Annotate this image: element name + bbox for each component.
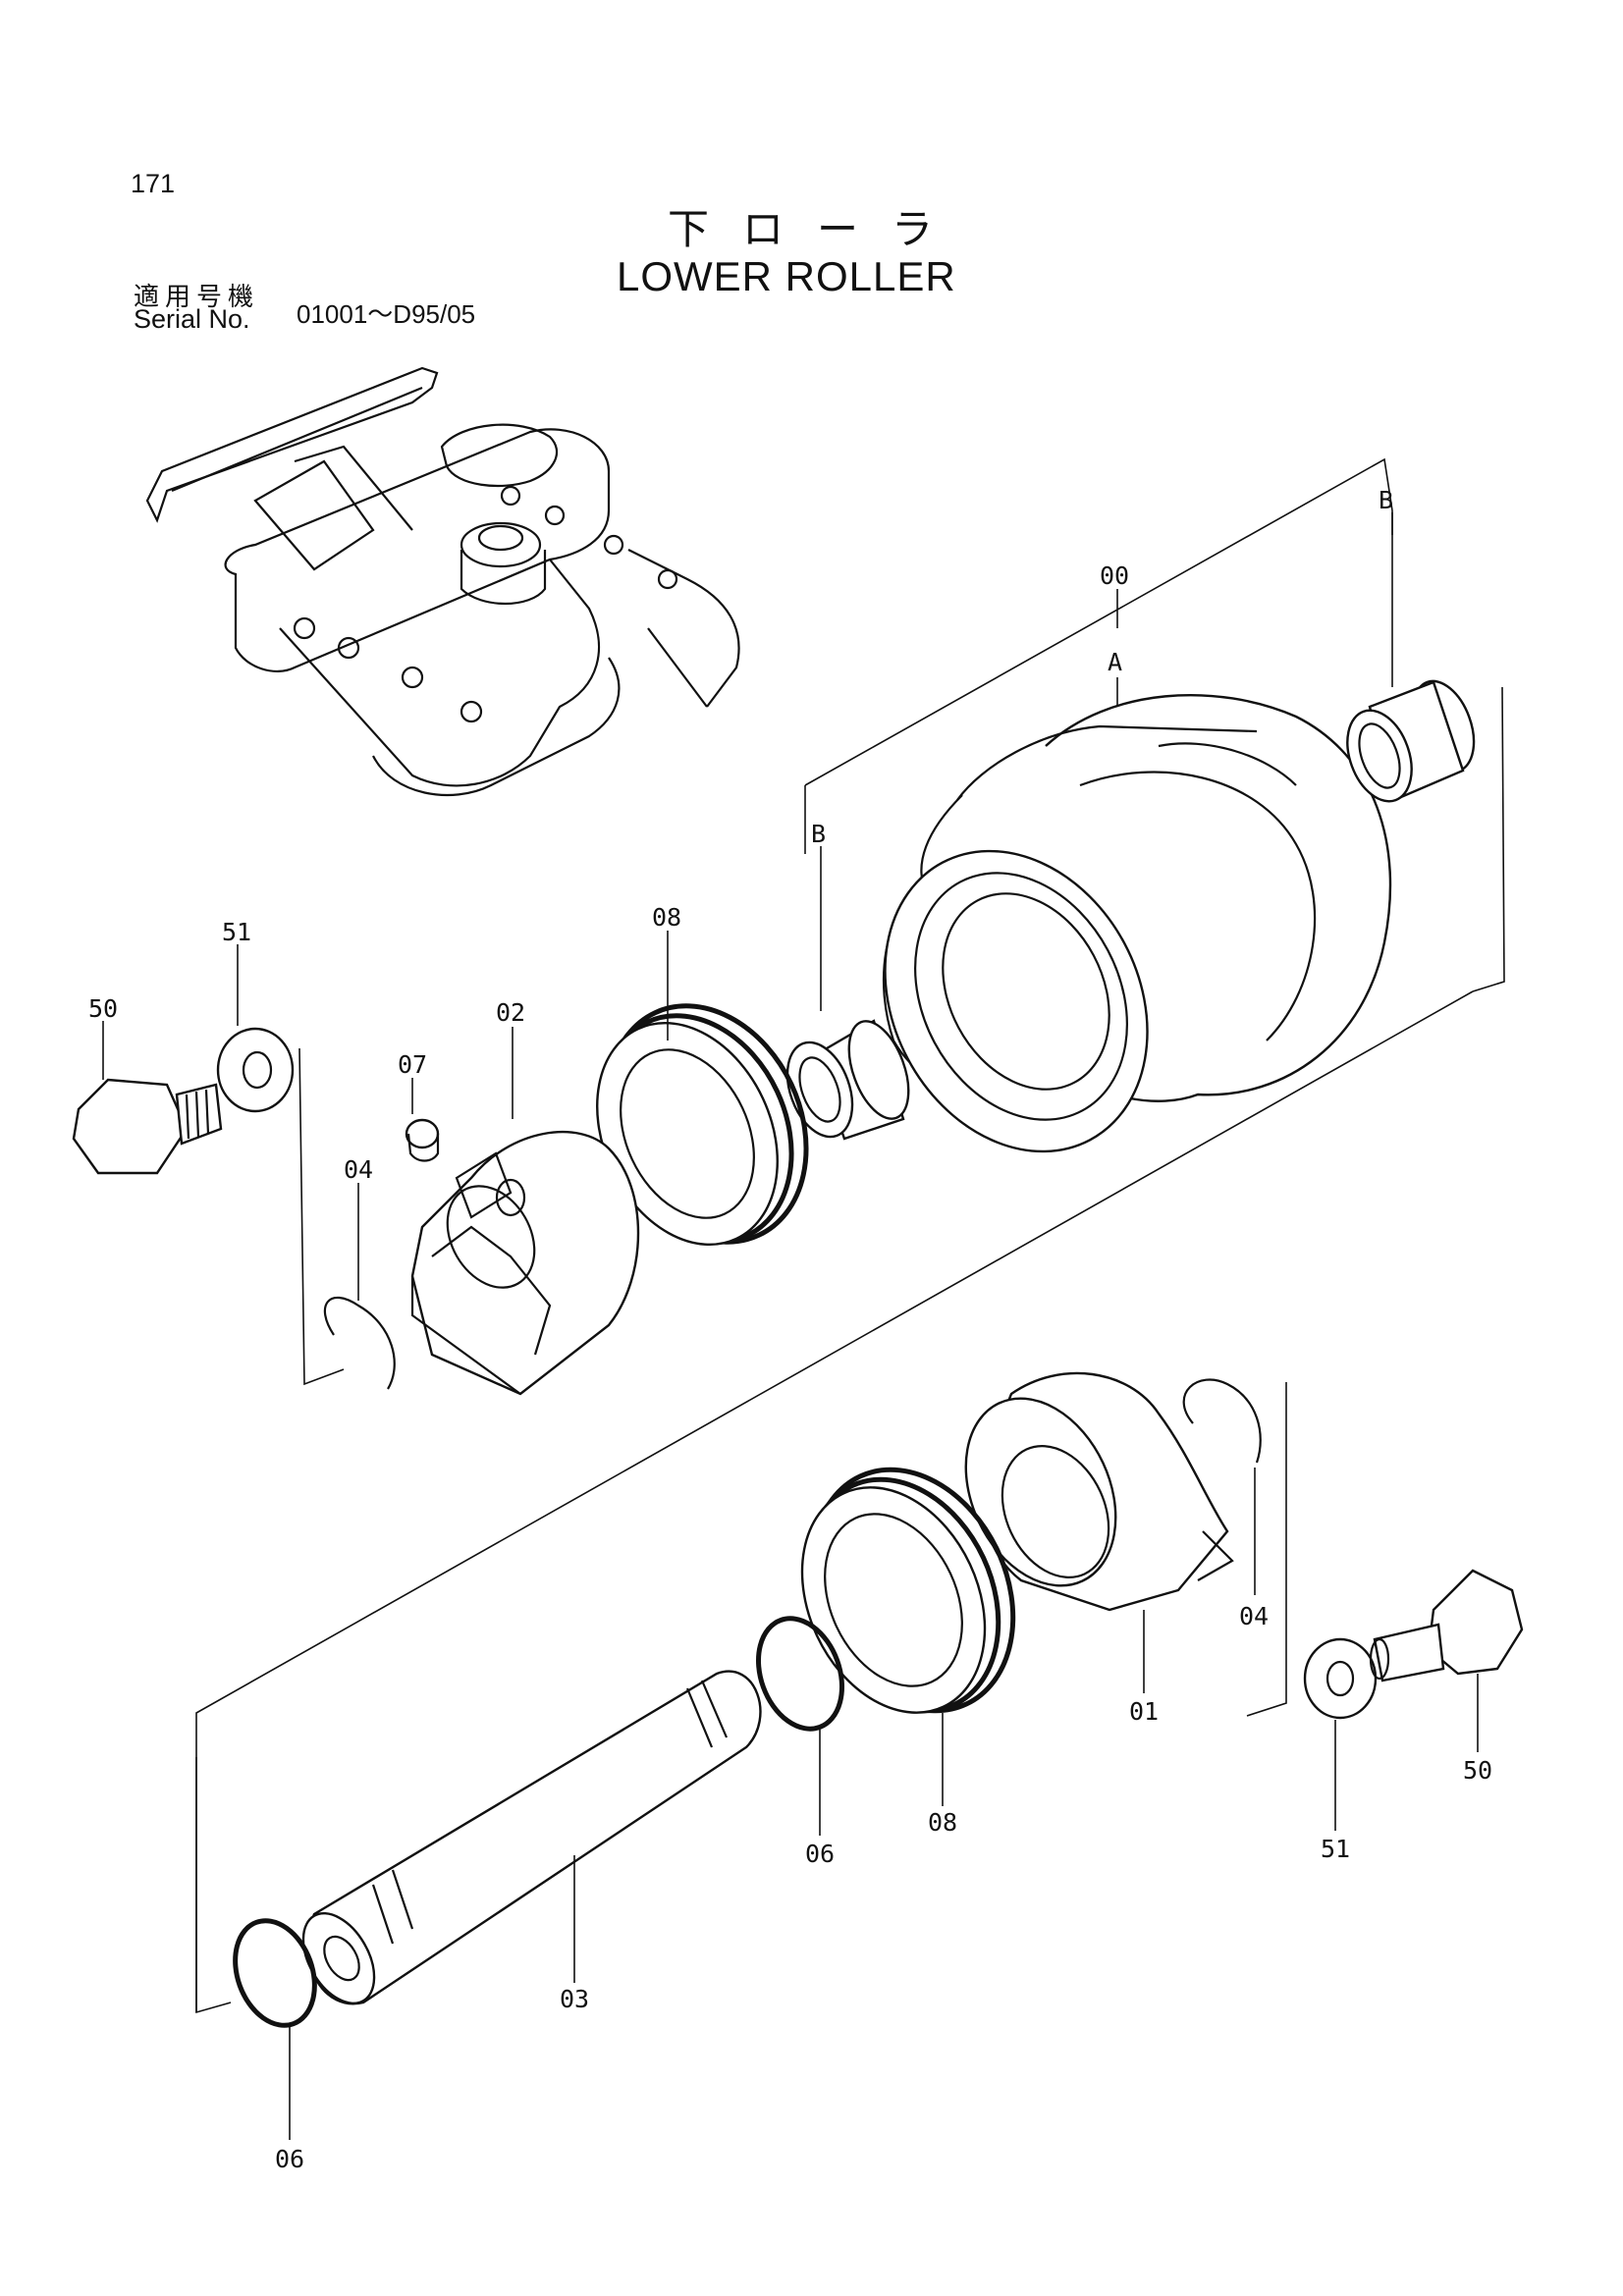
- callout-08-bottom: 08: [928, 1808, 957, 1837]
- serial-label-english: Serial No.: [134, 304, 250, 334]
- washer-upper: [216, 1027, 295, 1113]
- callout-a: A: [1108, 648, 1122, 676]
- callout-06-middle: 06: [805, 1840, 835, 1868]
- callout-b-top: B: [1379, 486, 1393, 514]
- callout-51-top: 51: [222, 918, 251, 946]
- page-number: 171: [131, 169, 176, 198]
- assembly-outline-lines: [195, 457, 1505, 2014]
- serial-label-japanese: 適用号機: [134, 282, 260, 311]
- callout-06-bottom: 06: [275, 2145, 304, 2173]
- callout-labels: B 00 A B 51 50 02 07 04 08 04 01 50 51 0…: [88, 486, 1492, 2173]
- leader-lines: [102, 512, 1479, 2140]
- roller-body-assembly: [882, 693, 1392, 1153]
- callout-02: 02: [496, 998, 525, 1027]
- o-ring-middle: [755, 1616, 845, 1732]
- callout-03: 03: [560, 1985, 589, 2013]
- title-english: LOWER ROLLER: [617, 253, 956, 299]
- callout-08-top: 08: [652, 903, 681, 932]
- bolt-lower: [1369, 1569, 1524, 1682]
- title-japanese: 下ローラ: [668, 206, 967, 252]
- serial-number-range: 01001～D95/05: [297, 299, 476, 329]
- callout-b-middle: B: [811, 820, 826, 848]
- callout-51-bottom: 51: [1321, 1835, 1350, 1863]
- washer-lower: [1303, 1637, 1378, 1720]
- collar-lower: [964, 1371, 1234, 1612]
- callout-01: 01: [1129, 1697, 1159, 1726]
- bushing-upper: [1346, 679, 1476, 803]
- collar-upper: [410, 1130, 640, 1396]
- callout-04-top: 04: [344, 1155, 373, 1184]
- callout-50-bottom: 50: [1463, 1756, 1492, 1785]
- bolt-upper: [72, 1078, 223, 1175]
- callout-07: 07: [398, 1050, 427, 1079]
- callout-04-bottom: 04: [1239, 1602, 1269, 1630]
- callout-00: 00: [1100, 561, 1129, 590]
- snap-ring-lower: [1182, 1378, 1262, 1464]
- o-ring-lower: [233, 1918, 317, 2028]
- undercarriage-overview-illustration: [145, 366, 740, 797]
- bushing-middle: [785, 1019, 910, 1141]
- snap-ring-upper: [323, 1296, 396, 1390]
- plug: [405, 1118, 440, 1162]
- shaft: [301, 1670, 762, 2005]
- callout-50-top: 50: [88, 994, 118, 1023]
